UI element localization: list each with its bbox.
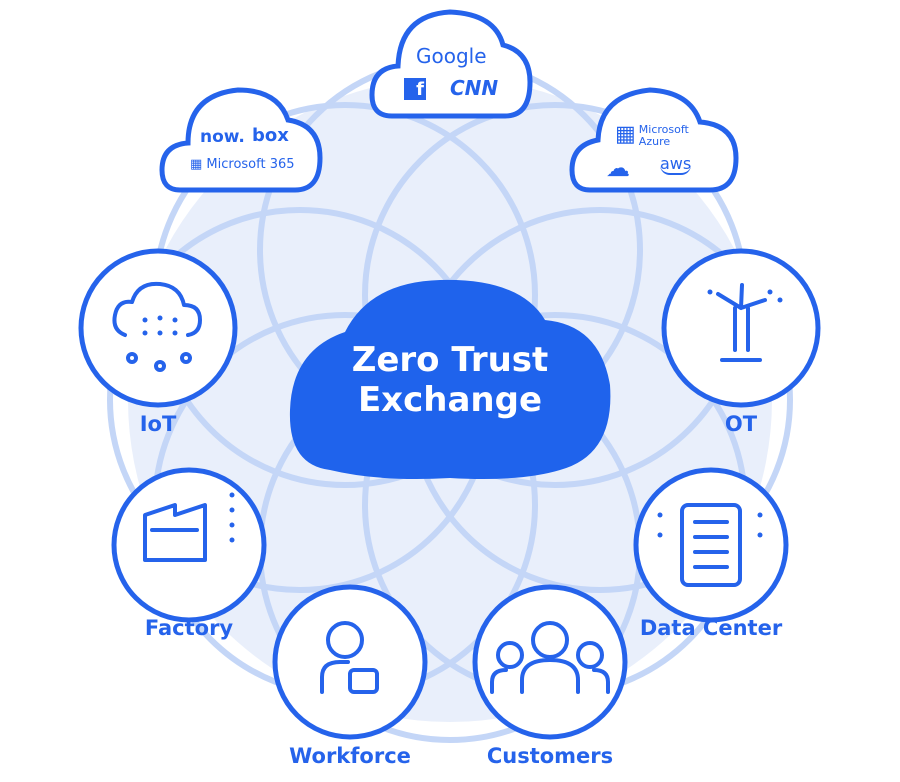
servicenow-logo: now. bbox=[200, 127, 245, 147]
center-title-line2: Exchange bbox=[357, 380, 543, 420]
aws-logo: aws bbox=[660, 154, 692, 175]
person-icon bbox=[326, 621, 364, 659]
wind-turbine-icon bbox=[716, 283, 767, 362]
cloud-right bbox=[569, 87, 739, 193]
label-workforce: Workforce bbox=[289, 744, 411, 768]
google-cloud-icon: ☁ bbox=[606, 154, 630, 182]
label-customers: Customers bbox=[486, 744, 614, 768]
label-factory: Factory bbox=[144, 616, 234, 640]
factory-icon bbox=[143, 503, 207, 562]
cnn-logo: CNN bbox=[450, 76, 499, 100]
azure-logo: ▦ Microsoft Azure bbox=[615, 122, 689, 148]
data-center-node bbox=[633, 467, 789, 623]
google-logo: Google bbox=[416, 44, 487, 68]
box-logo: box bbox=[252, 125, 289, 146]
label-data-center: Data Center bbox=[639, 616, 783, 640]
factory-node bbox=[111, 467, 267, 623]
facebook-logo: f bbox=[404, 78, 426, 100]
azure-line1: Microsoft bbox=[638, 123, 689, 136]
server-icon bbox=[680, 503, 742, 587]
center-title: Zero Trust Exchange bbox=[352, 340, 549, 420]
iot-cloud-icon bbox=[112, 281, 202, 337]
windows-icon: ▦ bbox=[615, 122, 636, 147]
iot-node bbox=[78, 248, 238, 408]
ot-node bbox=[661, 248, 821, 408]
cloud-left bbox=[159, 87, 323, 193]
microsoft-365-text: Microsoft 365 bbox=[206, 157, 295, 172]
center-title-line1: Zero Trust bbox=[351, 340, 549, 380]
azure-line2: Azure bbox=[638, 135, 671, 148]
dot-patterns bbox=[142, 289, 783, 543]
center-cloud bbox=[289, 279, 611, 479]
briefcase-icon bbox=[348, 668, 379, 694]
users-icon bbox=[531, 621, 569, 659]
microsoft-365-logo: ▦ Microsoft 365 bbox=[190, 157, 295, 172]
label-ot: OT bbox=[724, 412, 758, 436]
label-iot: IoT bbox=[139, 412, 177, 436]
